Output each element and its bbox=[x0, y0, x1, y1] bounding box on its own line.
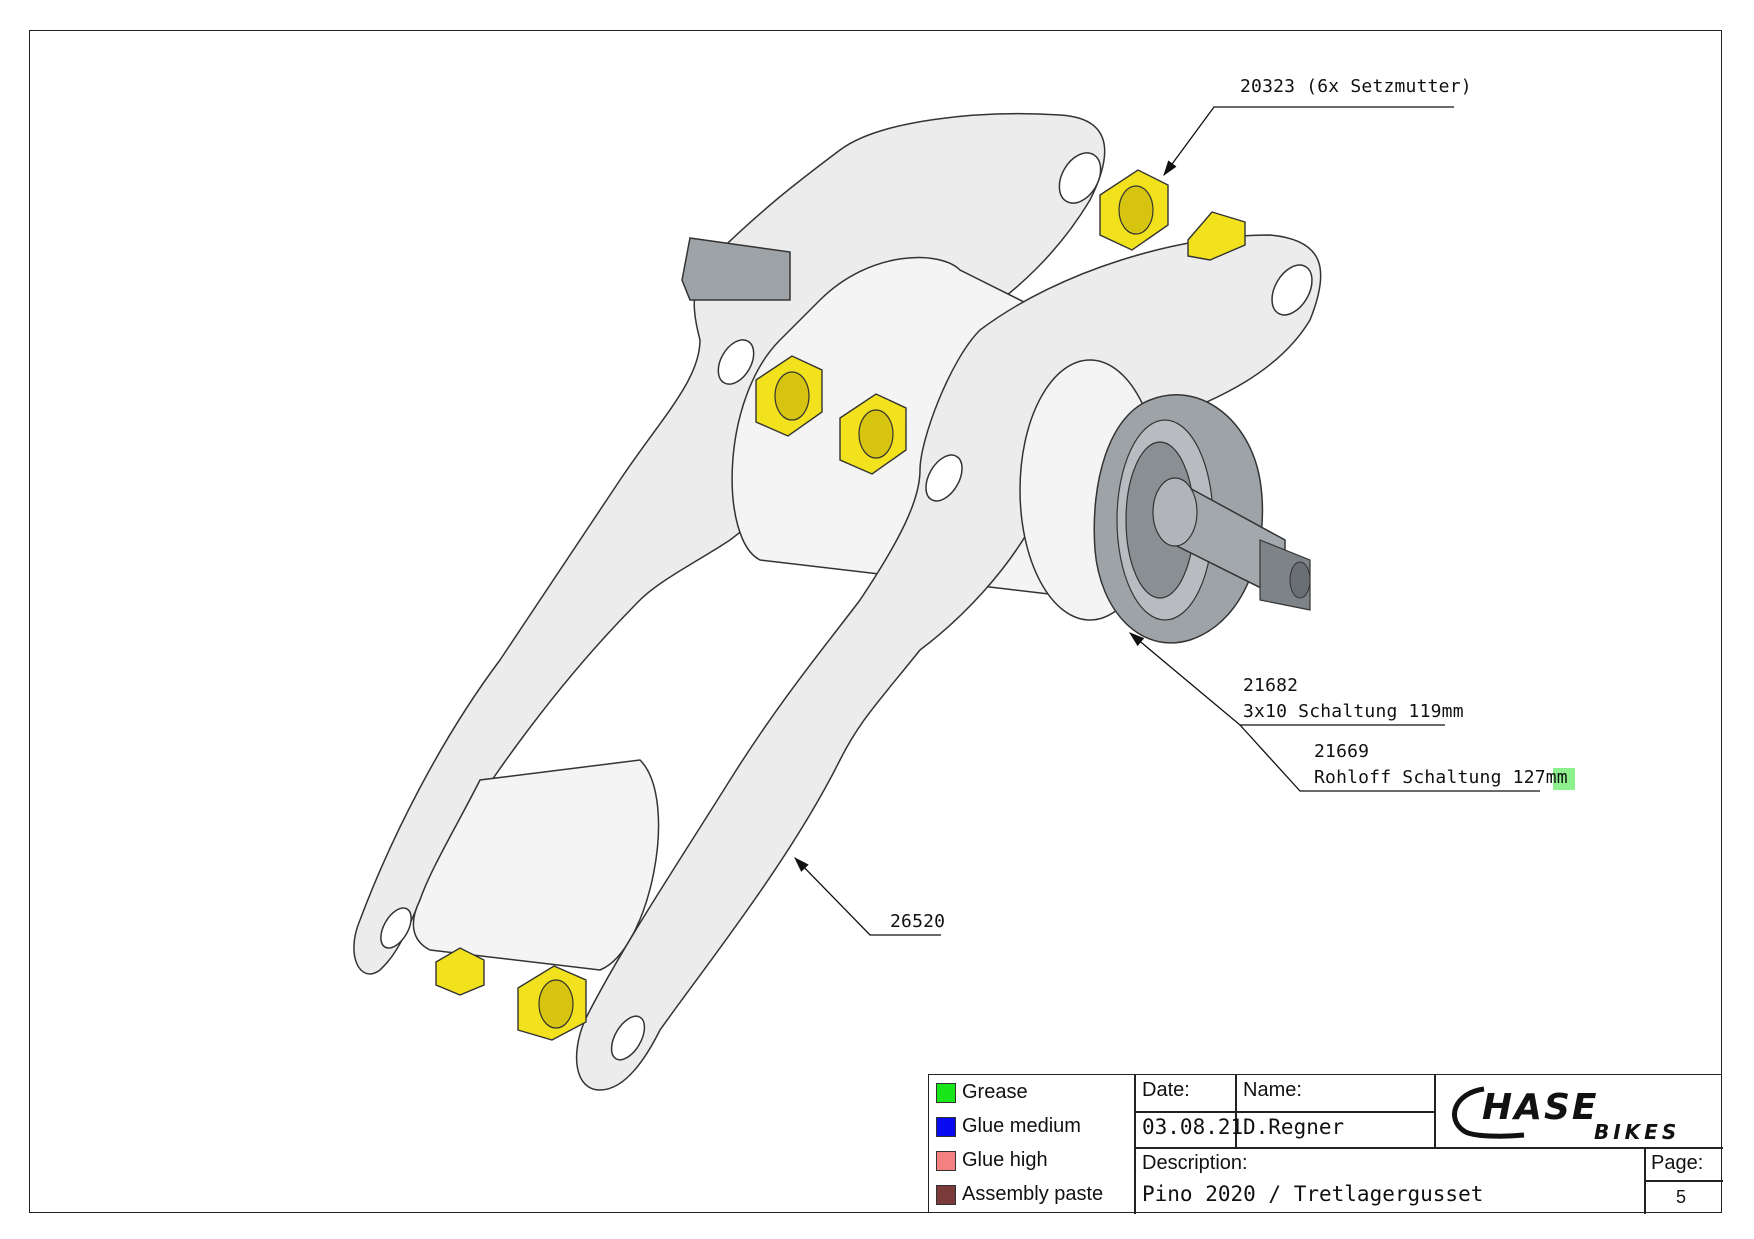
date-label: Date: bbox=[1142, 1079, 1190, 1101]
legend-swatch-glue-medium bbox=[936, 1117, 956, 1137]
leader-lines bbox=[794, 106, 1540, 936]
nut-2 bbox=[1187, 211, 1246, 261]
svg-text:HASE: HASE bbox=[1482, 1087, 1599, 1128]
callout-shift-b-part: 21669 bbox=[1314, 741, 1370, 762]
nut-6 bbox=[517, 965, 587, 1041]
nut-3 bbox=[755, 355, 823, 437]
page-value: 5 bbox=[1676, 1187, 1687, 1207]
page-label: Page: bbox=[1651, 1152, 1704, 1174]
hase-bikes-logo: HASE BIKES bbox=[1452, 1086, 1680, 1144]
legend-label-glue-medium: Glue medium bbox=[962, 1115, 1081, 1137]
description-label: Description: bbox=[1142, 1152, 1248, 1174]
title-block: Grease Glue medium Glue high Assembly pa… bbox=[928, 1074, 1723, 1214]
nut-4 bbox=[839, 393, 907, 475]
name-label: Name: bbox=[1243, 1079, 1302, 1101]
grease-marker bbox=[1553, 768, 1575, 790]
callout-nut: 20323 (6x Setzmutter) bbox=[1240, 76, 1472, 97]
legend-swatch-grease bbox=[936, 1083, 956, 1103]
svg-text:BIKES: BIKES bbox=[1594, 1120, 1680, 1144]
shift-part bbox=[1093, 394, 1311, 644]
callout-shift-b-desc: Rohloff Schaltung 127mm bbox=[1314, 767, 1568, 788]
nut-5 bbox=[435, 947, 485, 996]
description-value: Pino 2020 / Tretlagergusset bbox=[1142, 1182, 1484, 1206]
front-plate bbox=[575, 234, 1322, 1091]
nuts bbox=[435, 169, 1246, 1041]
name-value: D.Regner bbox=[1243, 1115, 1345, 1139]
date-value: 03.08.21 bbox=[1142, 1115, 1244, 1139]
legend-label-grease: Grease bbox=[962, 1081, 1028, 1103]
legend-label-assembly-paste: Assembly paste bbox=[962, 1183, 1104, 1205]
grey-key bbox=[681, 237, 791, 301]
legend-label-glue-high: Glue high bbox=[962, 1149, 1048, 1171]
drawing-frame bbox=[29, 30, 1722, 1213]
callout-plate: 26520 bbox=[890, 911, 946, 932]
callout-shift-a-part: 21682 bbox=[1243, 675, 1299, 696]
callout-shift-a-desc: 3x10 Schaltung 119mm bbox=[1243, 701, 1464, 722]
legend-swatch-glue-high bbox=[936, 1151, 956, 1171]
nut-1 bbox=[1099, 169, 1169, 251]
legend-swatch-assembly-paste bbox=[936, 1185, 956, 1205]
